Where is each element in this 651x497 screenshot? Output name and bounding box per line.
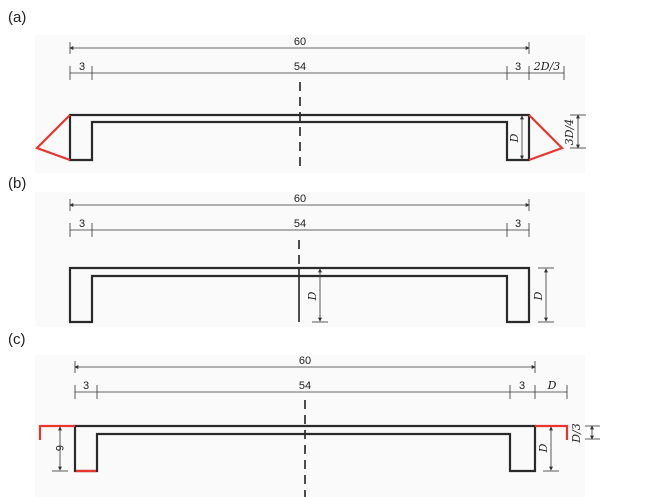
panel-a-label: (a): [8, 9, 26, 26]
dim-depth: D: [508, 133, 521, 143]
dim-left-depth: 6: [53, 445, 65, 451]
right-red-haunch: [528, 114, 564, 162]
right-red-plate: [535, 424, 569, 440]
panel-a: (a) 60 3 54 3 2D/3 D 3D/4: [8, 9, 586, 173]
dim-total-text: 60: [299, 355, 311, 367]
dim-depth: D: [537, 443, 550, 453]
dim-total-text: 60: [294, 36, 306, 48]
channel-section: [68, 266, 531, 324]
left-red-plate: [38, 424, 75, 440]
dim-right: 3: [515, 61, 521, 73]
dim-ext: 2D/3: [533, 60, 561, 73]
dim-left: 3: [79, 218, 85, 230]
panel-b: (b) 60 3 54 3 D D: [8, 175, 585, 327]
dim-left: 3: [83, 380, 89, 392]
dim-right: 3: [519, 380, 525, 392]
channel-section: [68, 113, 531, 162]
dim-depth: D: [532, 291, 545, 301]
dim-mid: 54: [294, 61, 306, 73]
dim-total-text: 60: [294, 193, 306, 205]
panel-c: (c) 60 3 54 3 D 6 D D/3: [8, 331, 600, 497]
dim-left: 3: [79, 61, 85, 73]
panel-c-label: (c): [8, 331, 26, 348]
dim-mid: 54: [299, 380, 311, 392]
dim-side: 3D/4: [563, 119, 576, 146]
panel-b-label: (b): [8, 175, 26, 192]
dim-mid: 54: [294, 218, 306, 230]
dim-right: 3: [515, 218, 521, 230]
dim-ext: D: [547, 379, 557, 392]
left-red-haunch: [35, 114, 71, 162]
dim-side: D/3: [570, 423, 583, 444]
dim-depth-center: D: [306, 291, 319, 301]
